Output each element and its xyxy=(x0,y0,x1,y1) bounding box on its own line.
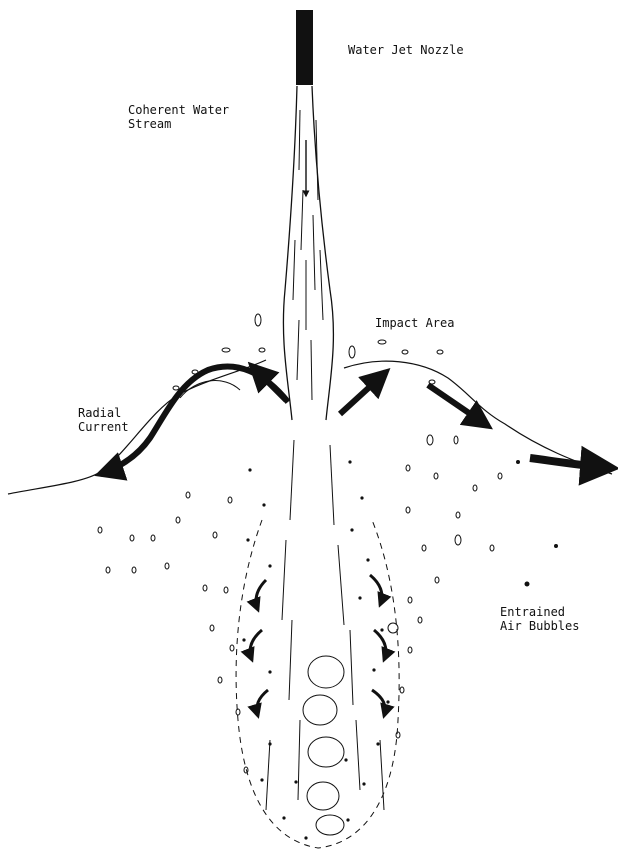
water-jet-nozzle-label: Water Jet Nozzle xyxy=(348,43,464,57)
plume-outline xyxy=(236,520,399,848)
water-jet-nozzle-text: Water Jet Nozzle xyxy=(348,43,464,57)
left-surface-line xyxy=(8,360,266,494)
stream-right-edge xyxy=(312,86,333,420)
nozzle xyxy=(296,10,313,85)
right-upper-splash-arrow xyxy=(340,372,386,414)
plume-vortices xyxy=(303,656,344,835)
entrained-air-bubbles-line-2: Air Bubbles xyxy=(500,619,579,633)
coherent-water-stream-line-1: Coherent Water xyxy=(128,103,229,117)
radial-current-line-1: Radial xyxy=(78,406,129,420)
impact-area-text: Impact Area xyxy=(375,316,454,330)
plume-internal-streaks xyxy=(266,440,384,810)
radial-current-label: Radial Current xyxy=(78,406,129,434)
left-upper-splash-arrow xyxy=(252,366,286,400)
coherent-water-stream-label: Coherent Water Stream xyxy=(128,103,229,131)
radial-current-line-2: Current xyxy=(78,420,129,434)
entrained-air-bubbles-label: Entrained Air Bubbles xyxy=(500,605,579,633)
stream-streaks xyxy=(293,110,323,400)
impact-area-label: Impact Area xyxy=(375,316,454,330)
coherent-water-stream-line-2: Stream xyxy=(128,117,229,131)
entrained-air-bubbles-line-1: Entrained xyxy=(500,605,579,619)
